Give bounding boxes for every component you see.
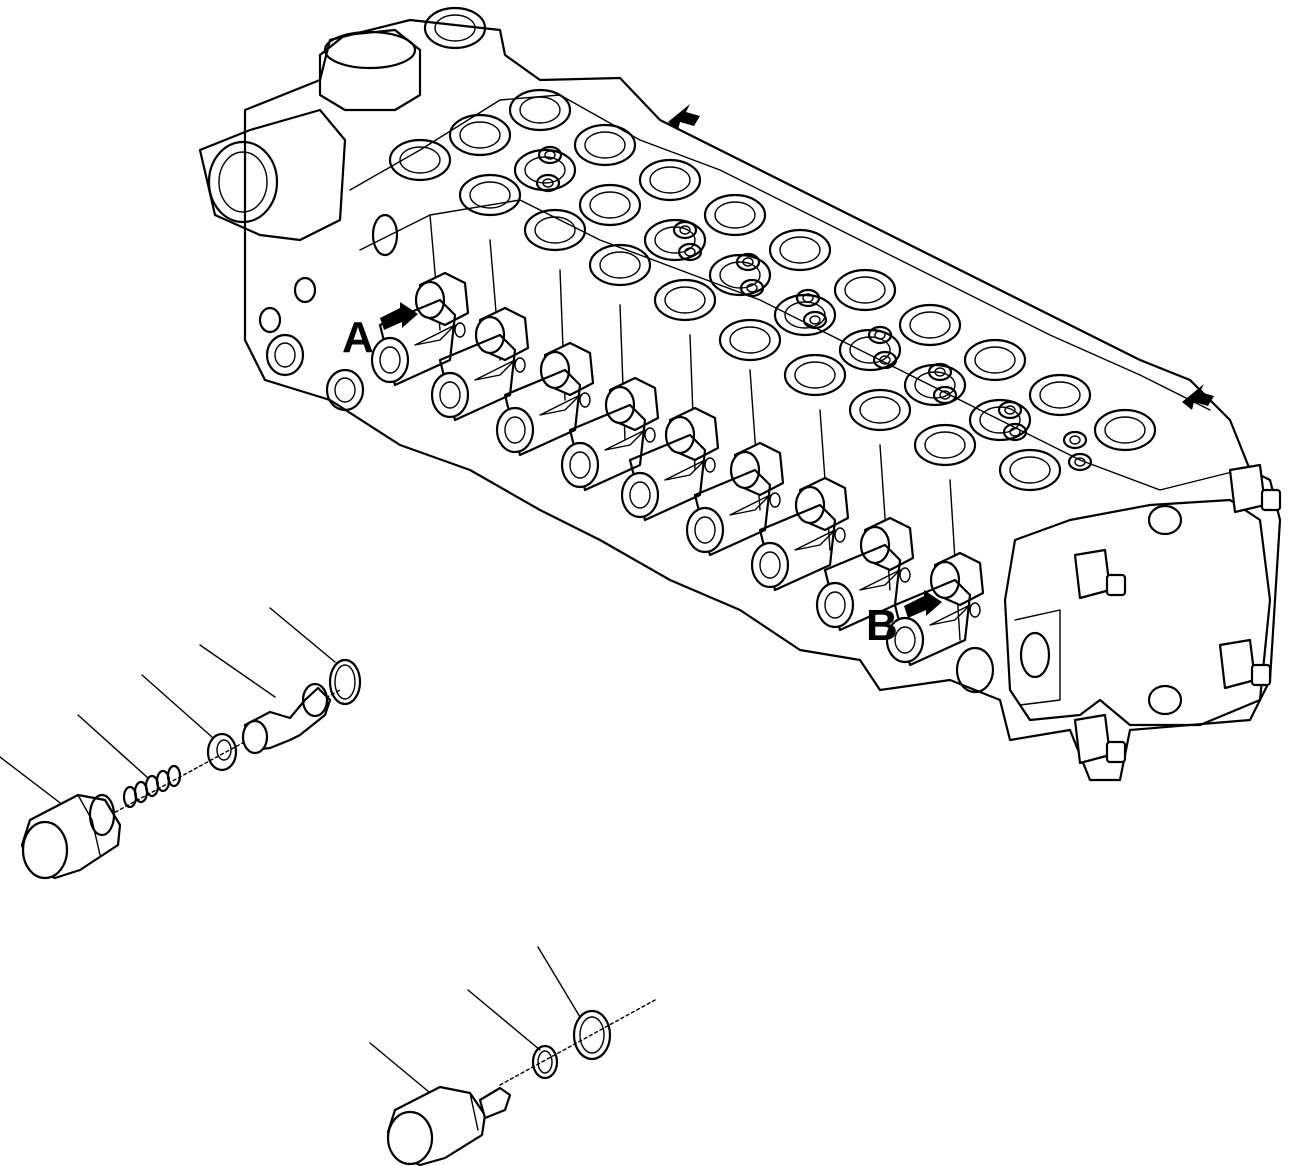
arrow-icon (904, 590, 942, 618)
small-port (1062, 430, 1088, 450)
port-hole (963, 338, 1027, 382)
port-hole (768, 228, 832, 272)
poppet (241, 682, 332, 755)
small-port (867, 325, 893, 345)
washer (206, 732, 238, 772)
port-hole (848, 388, 912, 432)
spool-end (620, 406, 720, 522)
small-port (1067, 452, 1093, 472)
label-a: A (342, 313, 374, 362)
port-hole (523, 208, 587, 252)
spool-end (685, 441, 785, 557)
port-hole (508, 88, 572, 132)
port-hole (1028, 373, 1092, 417)
port-hole (998, 448, 1062, 492)
valve-ports (388, 88, 1157, 492)
port-hole (653, 278, 717, 322)
port-hole (588, 243, 652, 287)
label-b-callout: B (866, 590, 942, 650)
check-plug (386, 1085, 512, 1166)
port-hole (448, 113, 512, 157)
spool-end (430, 306, 530, 422)
small-port (932, 385, 958, 405)
port-hole (573, 123, 637, 167)
port-hole (578, 183, 642, 227)
spool-end (815, 516, 915, 632)
port-hole (913, 423, 977, 467)
port-hole (638, 158, 702, 202)
bolt-right-low (1218, 638, 1272, 690)
small-port (739, 278, 765, 298)
small-port (802, 310, 828, 330)
top-arrow-2 (1182, 384, 1214, 410)
exploded-relief-valve-assembly (0, 607, 362, 880)
arrow-icon (380, 302, 418, 330)
small-port (677, 242, 703, 262)
spool-ends (370, 271, 985, 667)
relief-plug (20, 793, 122, 880)
left-port-bosses (258, 213, 399, 412)
small-port (535, 173, 561, 193)
spool-end (495, 341, 595, 457)
small-port (1002, 422, 1028, 442)
small-port (735, 252, 761, 272)
port-hole (1093, 408, 1157, 452)
port-hole (703, 193, 767, 237)
port-hole (718, 318, 782, 362)
port-hole (898, 303, 962, 347)
small-port (927, 362, 953, 382)
small-port (872, 350, 898, 370)
bolt-right-top (1228, 463, 1282, 514)
o-ring (328, 658, 362, 706)
spool-end (885, 551, 985, 667)
port-hole (458, 173, 522, 217)
small-port (672, 220, 698, 240)
backup-ring (531, 1044, 559, 1080)
o-ring-large (572, 1009, 612, 1061)
port-hole (833, 268, 897, 312)
small-port (795, 288, 821, 308)
small-port (537, 145, 563, 165)
bolt-right-bottom (1073, 713, 1127, 765)
spring (122, 764, 182, 809)
port-hole (783, 353, 847, 397)
small-port (997, 400, 1023, 420)
label-b: B (866, 601, 898, 650)
port-hole (388, 138, 452, 182)
spool-end (750, 476, 850, 592)
bolt-right-mid (1073, 548, 1127, 600)
label-a-callout: A (342, 302, 418, 362)
exploded-check-valve-assembly (369, 946, 656, 1166)
top-arrow-1 (668, 104, 700, 130)
spool-end (560, 376, 660, 492)
spool-end (370, 271, 470, 387)
